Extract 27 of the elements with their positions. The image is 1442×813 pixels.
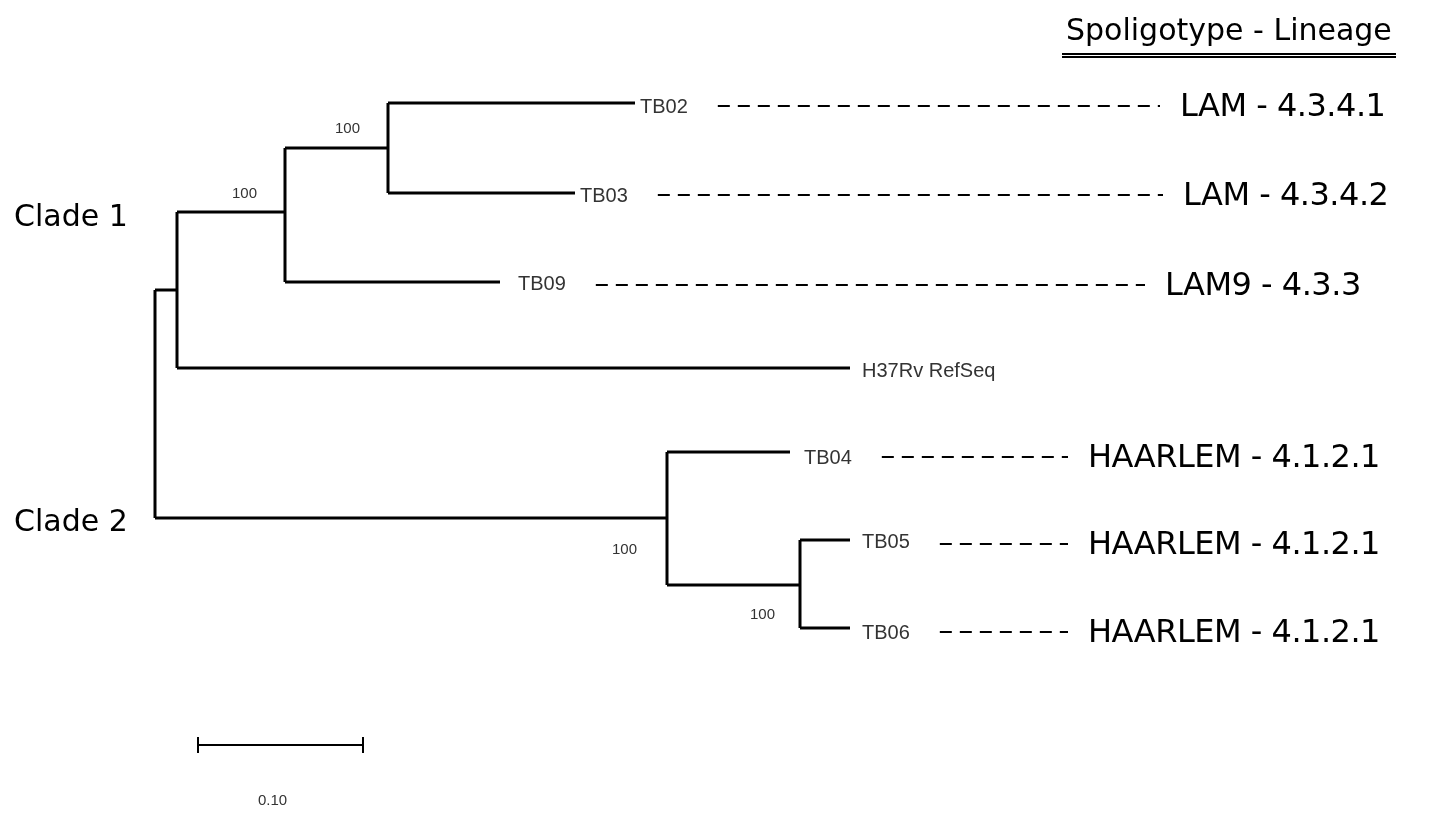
clade-label: Clade 1 — [14, 198, 128, 232]
heading: Spoligotype - Lineage — [1062, 12, 1396, 58]
bootstrap-value: 100 — [750, 605, 776, 623]
clade-label: Clade 2 — [14, 503, 128, 537]
leaf-label: TB05 — [862, 530, 910, 552]
lineage-label: LAM9 - 4.3.3 — [1165, 267, 1361, 303]
dashed-connector — [880, 456, 1069, 458]
bootstrap-value: 100 — [232, 184, 258, 202]
leaf-label: TB09 — [518, 272, 566, 294]
dashed-connector — [716, 105, 1161, 107]
leaf-label: TB03 — [580, 184, 628, 206]
lineage-label: HAARLEM - 4.1.2.1 — [1088, 439, 1380, 475]
leaf-label: TB06 — [862, 621, 910, 643]
dashed-connector — [594, 284, 1146, 286]
leaf-label: TB02 — [640, 95, 688, 117]
bootstrap-value: 100 — [612, 540, 638, 558]
leaf-label: TB04 — [804, 446, 852, 468]
dashed-connector — [938, 631, 1069, 633]
leaf-label: H37Rv RefSeq — [862, 359, 996, 381]
lineage-label: HAARLEM - 4.1.2.1 — [1088, 526, 1380, 562]
lineage-label: LAM - 4.3.4.1 — [1180, 88, 1386, 124]
lineage-label: LAM - 4.3.4.2 — [1183, 177, 1389, 213]
dashed-connector — [938, 543, 1069, 545]
dashed-connector — [656, 194, 1164, 196]
scale-value: 0.10 — [258, 791, 288, 809]
bootstrap-value: 100 — [335, 119, 361, 137]
lineage-label: HAARLEM - 4.1.2.1 — [1088, 614, 1380, 650]
